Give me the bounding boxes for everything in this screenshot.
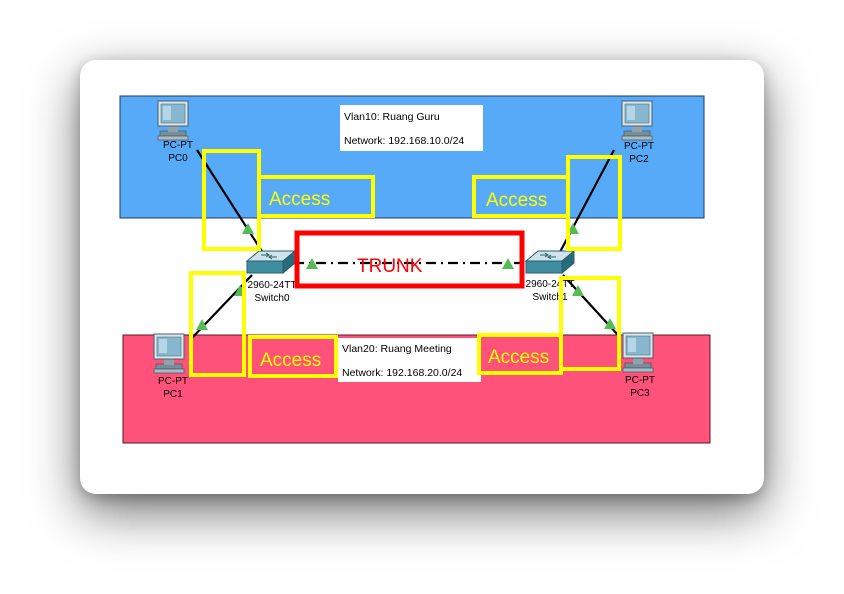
- port-status-indicators: [196, 223, 616, 330]
- pc2-model: PC-PT: [624, 141, 654, 152]
- switch-icon: [246, 250, 296, 274]
- switch0-name: Switch0: [254, 293, 289, 304]
- vlan10-network: Network: 192.168.10.0/24: [344, 135, 464, 147]
- pc3-name: PC3: [630, 388, 650, 399]
- pc0-model: PC-PT: [163, 140, 193, 151]
- pc1-name: PC1: [163, 389, 183, 400]
- access-label-pc2: Access: [472, 175, 570, 218]
- trunk-label: TRUNK: [294, 230, 525, 289]
- pc2-device[interactable]: PC-PT PC2: [621, 100, 654, 165]
- switch1-name: Switch1: [532, 292, 567, 303]
- access-label-text: Access: [486, 190, 547, 211]
- port-up-icon: [604, 318, 616, 329]
- vlan10-title: Vlan10: Ruang Guru: [344, 111, 440, 123]
- link-pc0-switch0: [196, 149, 264, 254]
- switch0-model: 2960-24TT: [248, 280, 297, 291]
- highlight-pc1-link: [189, 271, 246, 377]
- access-label-text: Access: [488, 347, 549, 368]
- pc1-model: PC-PT: [158, 376, 188, 387]
- port-up-icon: [242, 223, 254, 234]
- vlan20-network: Network: 192.168.20.0/24: [342, 367, 462, 379]
- switch1-model: 2960-24TT: [526, 279, 575, 290]
- access-label-pc0: Access: [257, 175, 375, 218]
- port-up-icon: [196, 319, 208, 330]
- pc2-name: PC2: [629, 154, 649, 165]
- switch1-device[interactable]: 2960-24TT Switch1: [525, 250, 575, 303]
- access-label-pc3: Access: [477, 333, 563, 375]
- pc0-name: PC0: [168, 153, 188, 164]
- pc0-device[interactable]: PC-PT PC0: [157, 100, 193, 164]
- switch0-device[interactable]: 2960-24TT Switch0: [246, 250, 297, 304]
- vlan10-note: Vlan10: Ruang Guru Network: 192.168.10.0…: [340, 105, 483, 151]
- port-up-icon: [306, 258, 318, 269]
- port-up-icon: [502, 258, 514, 269]
- vlan20-title: Vlan20: Ruang Meeting: [342, 343, 452, 355]
- pc3-device[interactable]: PC-PT PC3: [622, 332, 655, 399]
- access-label-pc1: Access: [248, 335, 338, 378]
- pc-icon: [621, 100, 653, 141]
- pc3-model: PC-PT: [625, 375, 655, 386]
- pc-icon: [157, 100, 189, 141]
- trunk-label-text: TRUNK: [357, 256, 423, 277]
- vlan20-note: Vlan20: Ruang Meeting Network: 192.168.2…: [338, 338, 481, 382]
- highlight-pc3-link: [559, 276, 621, 371]
- access-label-text: Access: [269, 189, 330, 210]
- switch-icon: [525, 250, 575, 274]
- access-label-text: Access: [260, 350, 321, 371]
- port-up-icon: [572, 285, 584, 296]
- pc-icon: [153, 333, 185, 374]
- pc-icon: [622, 332, 654, 373]
- pc1-device[interactable]: PC-PT PC1: [153, 333, 188, 400]
